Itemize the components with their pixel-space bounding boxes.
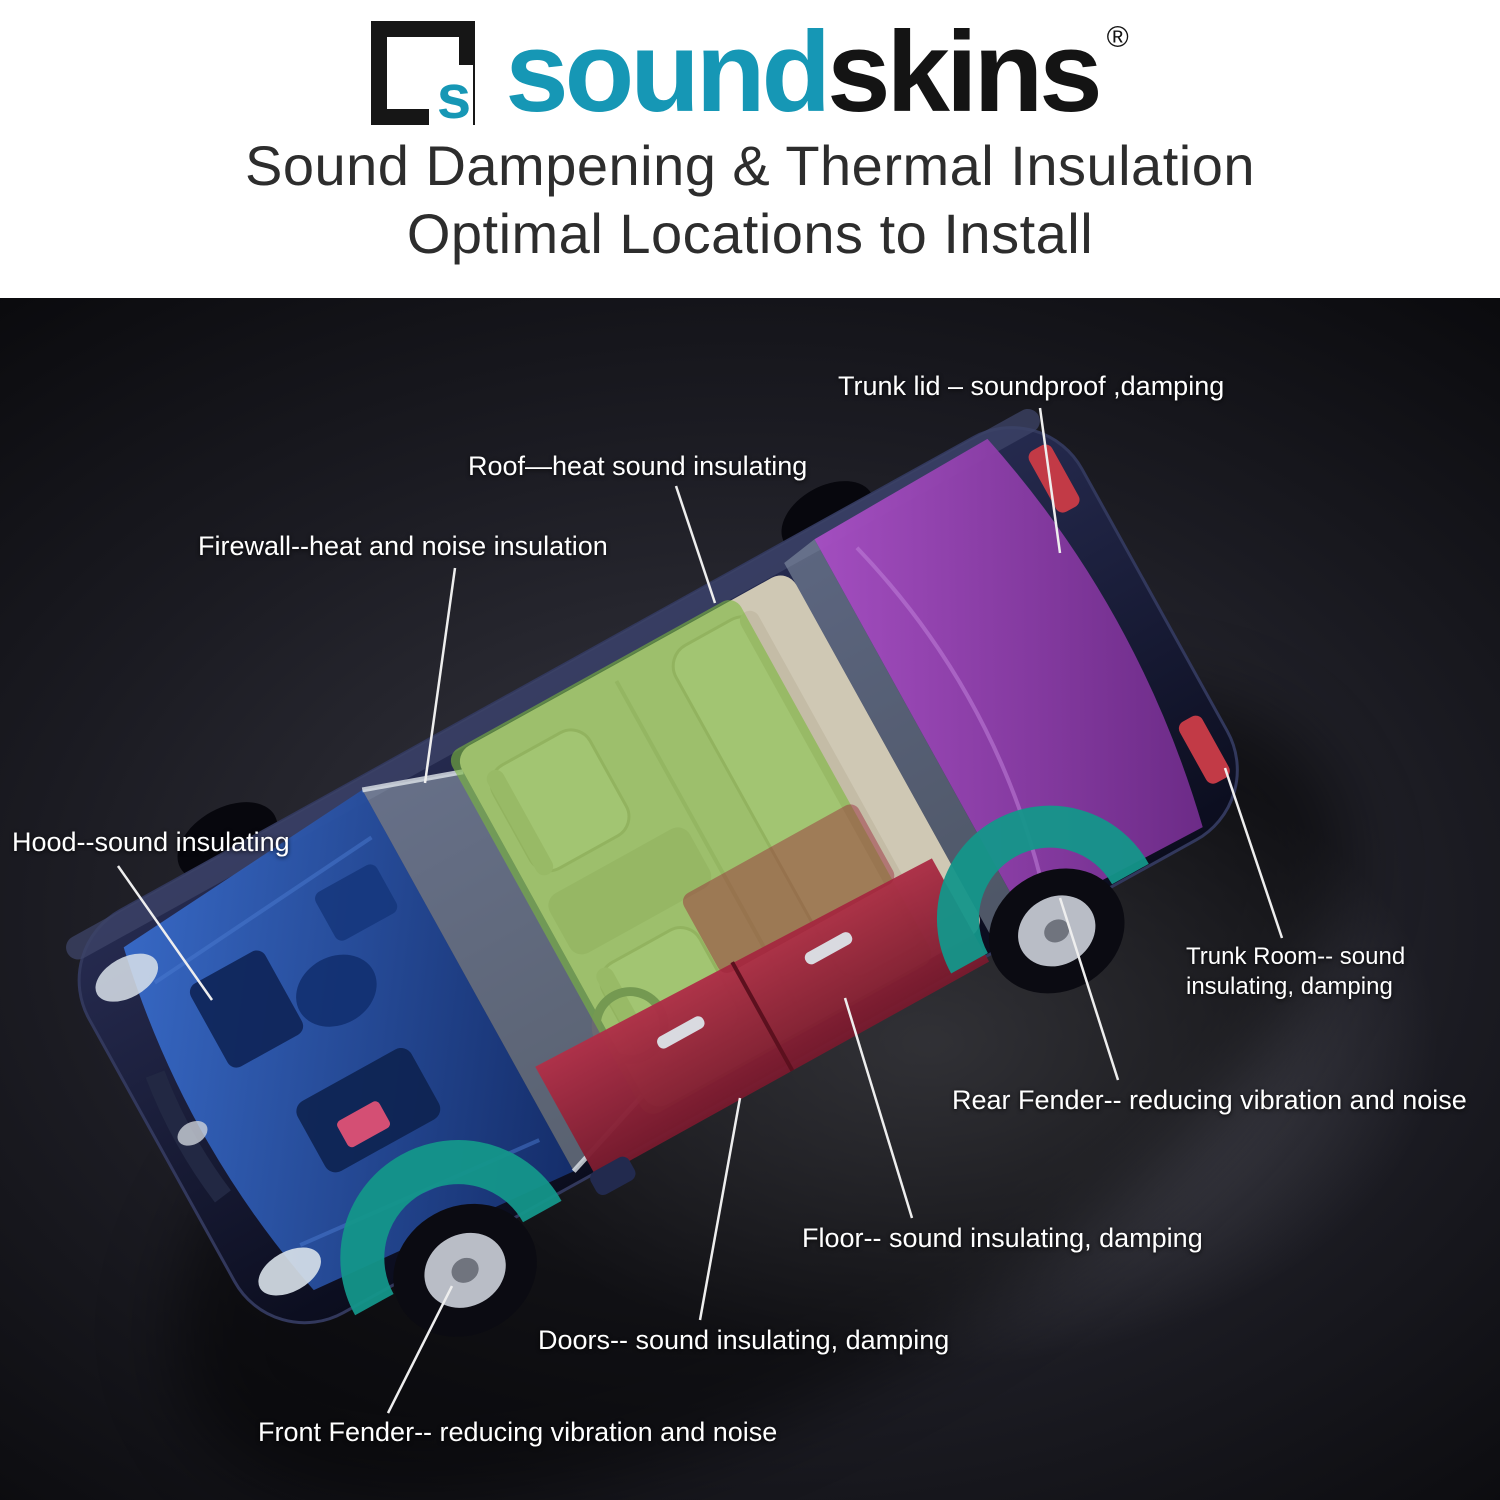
leader-trunk-room: [1223, 767, 1284, 939]
battery: [337, 1101, 391, 1148]
label-front-fender: Front Fender-- reducing vibration and no…: [258, 1417, 778, 1447]
rear-window: [784, 539, 1026, 934]
front-badge: [177, 1120, 208, 1146]
label-doors: Doors-- sound insulating, damping: [538, 1325, 950, 1355]
brand-word-sound: sound: [505, 9, 831, 136]
label-floor: Floor-- sound insulating, damping: [802, 1223, 1203, 1253]
leader-lines: [116, 407, 1284, 1414]
title-line-2: Optimal Locations to Install: [406, 202, 1094, 266]
brand-wordmark: soundskins®: [505, 16, 1129, 130]
leader-front-fender: [386, 1285, 454, 1414]
far-sill-highlight: [66, 408, 1040, 960]
logo-letter: s: [428, 65, 474, 129]
leader-doors: [698, 1097, 742, 1321]
leader-roof: [674, 485, 717, 604]
leader-trunk-lid: [1038, 407, 1062, 554]
title-line-1: Sound Dampening & Thermal Insulation: [244, 134, 1255, 197]
registered-mark: ®: [1106, 21, 1129, 54]
car-cutaway: [66, 408, 1239, 1337]
leader-firewall: [423, 567, 457, 784]
front-fender-region: [340, 1140, 562, 1316]
leader-floor: [843, 997, 914, 1219]
rear-fender-region: [936, 805, 1149, 974]
label-trunk-room: Trunk Room-- sound insulating, damping: [1186, 943, 1406, 1000]
taillight-near: [1178, 715, 1230, 784]
taillight-far: [1028, 444, 1080, 513]
door-handle-rear: [804, 932, 853, 965]
side-mirror: [590, 1156, 636, 1196]
brand-row: s soundskins®: [0, 0, 1500, 132]
doors-floor-region: [535, 804, 990, 1179]
label-firewall: Firewall--heat and noise insulation: [198, 531, 608, 561]
header: s soundskins® Sound Dampening & Thermal …: [0, 0, 1500, 298]
car-diagram-figure: Trunk lid – soundproof ,damping Roof—hea…: [0, 298, 1500, 1500]
label-hood: Hood--sound insulating: [12, 827, 290, 857]
headlight-near: [258, 1247, 321, 1296]
brand-word-skins: skins: [827, 9, 1103, 136]
page-title: Sound Dampening & Thermal Insulation Opt…: [0, 132, 1500, 269]
leader-rear-fender: [1058, 897, 1120, 1081]
car-cutaway-illustration: [66, 407, 1347, 1500]
soundskins-logo-icon: s: [371, 21, 476, 129]
leader-hood: [116, 865, 214, 1001]
headlight-far: [95, 953, 159, 1002]
door-handle-front: [657, 1016, 705, 1049]
label-rear-fender: Rear Fender-- reducing vibration and noi…: [952, 1085, 1467, 1115]
label-roof: Roof—heat sound insulating: [468, 451, 808, 481]
label-trunk-lid: Trunk lid – soundproof ,damping: [838, 371, 1225, 401]
front-wheel: [393, 1203, 537, 1337]
